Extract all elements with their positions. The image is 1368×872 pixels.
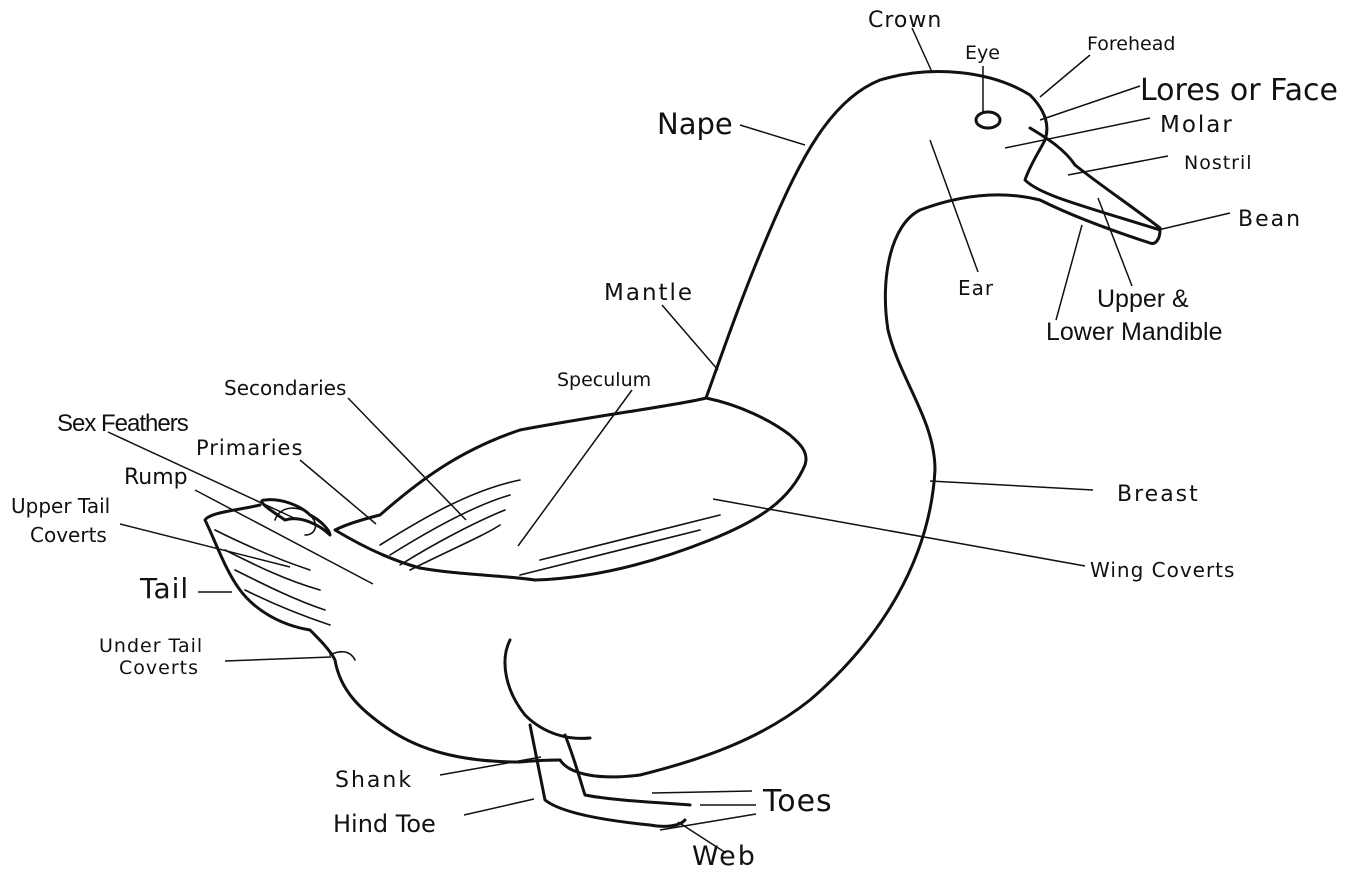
label-lower-mandible: Lower Mandible <box>1046 320 1223 345</box>
leader-bean <box>1158 213 1230 230</box>
leader-nostril <box>1068 156 1168 175</box>
label-primaries: Primaries <box>196 438 303 459</box>
feather-details <box>215 480 720 660</box>
label-speculum: Speculum <box>557 371 651 390</box>
leader-wing-coverts <box>713 499 1085 566</box>
label-nape: Nape <box>657 110 733 139</box>
label-toes: Toes <box>763 787 833 817</box>
belly-outline <box>505 640 590 738</box>
label-under-tail-2: Coverts <box>119 659 199 678</box>
label-forehead: Forehead <box>1087 35 1175 54</box>
eye-shape <box>976 112 1000 128</box>
label-upper-tail-1: Upper Tail <box>11 496 110 516</box>
label-bean: Bean <box>1238 209 1302 231</box>
body-outline <box>262 500 330 535</box>
leader-lores <box>1040 86 1140 120</box>
label-crown: Crown <box>868 10 942 32</box>
label-ear: Ear <box>958 278 994 298</box>
label-breast: Breast <box>1117 484 1200 506</box>
leader-toes-1 <box>652 791 752 793</box>
leader-secondaries <box>348 398 466 520</box>
primary-feathers <box>380 480 520 570</box>
leader-lower-mandible <box>1056 225 1082 320</box>
leader-toes-3 <box>660 814 756 830</box>
beak-outline <box>1030 128 1160 228</box>
label-mantle: Mantle <box>604 282 694 305</box>
wing-covert-lines <box>520 515 720 575</box>
duck-outline <box>205 72 1160 827</box>
head-neck-outline <box>560 72 1160 777</box>
leader-breast <box>930 481 1093 490</box>
leader-upper-tail-coverts <box>120 524 290 567</box>
label-lores: Lores or Face <box>1140 76 1338 106</box>
leader-upper-mandible <box>1098 198 1132 286</box>
label-hind-toe: Hind Toe <box>333 812 436 836</box>
label-eye: Eye <box>965 44 1000 63</box>
leader-nape <box>740 125 805 145</box>
leader-under-tail-coverts <box>225 657 331 661</box>
label-web: Web <box>692 843 757 870</box>
label-under-tail-1: Under Tail <box>99 637 203 656</box>
label-upper-mandible: Upper & <box>1097 287 1189 312</box>
label-sex-feathers: Sex Feathers <box>57 412 188 436</box>
leader-forehead <box>1040 55 1090 97</box>
leader-crown <box>912 28 932 72</box>
leader-hind-toe <box>464 799 534 815</box>
label-shank: Shank <box>335 770 413 792</box>
label-rump: Rump <box>124 467 188 489</box>
label-nostril: Nostril <box>1184 154 1253 173</box>
leader-molar <box>1005 118 1150 148</box>
leader-mantle <box>662 305 718 370</box>
leader-ear <box>930 140 978 272</box>
leader-speculum <box>518 390 632 546</box>
label-secondaries: Secondaries <box>224 378 346 398</box>
label-tail: Tail <box>140 575 189 603</box>
label-wing-coverts: Wing Coverts <box>1090 560 1235 580</box>
label-molar: Molar <box>1160 114 1234 137</box>
label-upper-tail-2: Coverts <box>30 525 107 545</box>
